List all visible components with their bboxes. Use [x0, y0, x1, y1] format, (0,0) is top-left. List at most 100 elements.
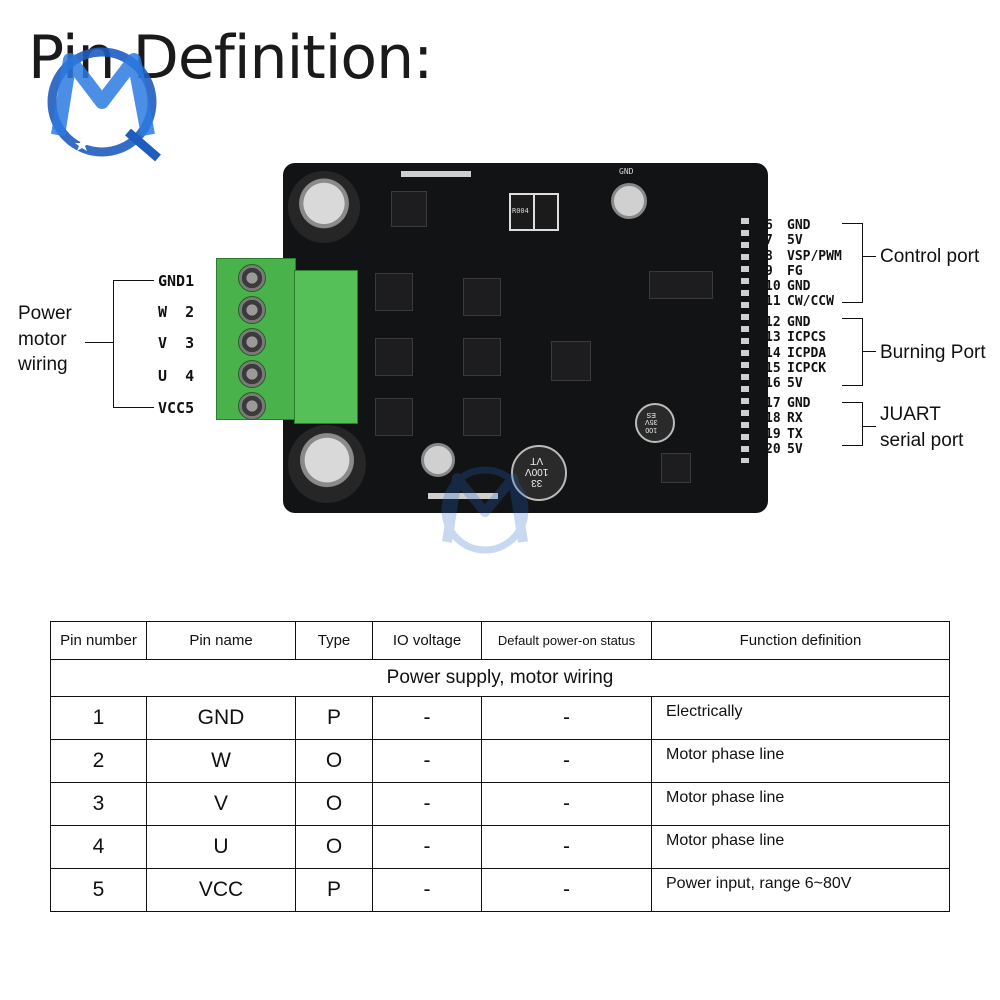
cell: -: [481, 739, 652, 783]
pin-name: ICPCS: [787, 330, 827, 346]
pin-label-vcc5: VCC5: [158, 399, 195, 417]
cell: -: [372, 868, 482, 912]
mosfet: [463, 278, 501, 316]
pin-num: 13: [765, 330, 781, 346]
smd-capacitor-small: 100 35V ES: [635, 403, 675, 443]
pcb-board: GND R004 33 100V VT 100 35V ES: [283, 163, 768, 513]
cap-label: 100: [645, 426, 658, 434]
header-type: Type: [295, 621, 373, 660]
left-bracket-tick: [85, 342, 113, 343]
terminal-screw: [238, 264, 266, 292]
pad-row: [401, 171, 471, 177]
cell: 3: [50, 782, 147, 826]
pin-name: VSP/PWM: [787, 248, 842, 264]
mosfet: [391, 191, 427, 227]
pin-num: 17: [765, 396, 781, 411]
shunt-resistor-2: [533, 193, 559, 231]
table-row: 1 GND P - - Electrically: [50, 696, 950, 740]
header-pin-name: Pin name: [146, 621, 296, 660]
label-line: motor: [18, 328, 67, 350]
pin-name: GND: [787, 279, 811, 295]
mosfet: [463, 398, 501, 436]
pin-name: FG: [787, 263, 803, 279]
table-row: 2 W O - - Motor phase line: [50, 739, 950, 783]
pin-num: 12: [765, 315, 781, 330]
header-io-voltage: IO voltage: [372, 621, 482, 660]
mounting-hole-bottom: [421, 443, 455, 477]
cell: -: [481, 825, 652, 869]
cell: P: [295, 696, 373, 740]
cell: V: [146, 782, 296, 826]
pin-row: 15 ICPCK: [765, 361, 826, 376]
pin-num: 6: [765, 218, 773, 233]
bracket-tick: [862, 426, 876, 427]
terminal-side: [294, 270, 358, 424]
bracket-tick: [862, 256, 876, 257]
cap-label: ES: [646, 410, 656, 418]
terminal-screw: [238, 328, 266, 356]
terminal-screw: [238, 296, 266, 324]
pin-num: 15: [765, 360, 781, 376]
pin-definition-table: Pin number Pin name Type IO voltage Defa…: [50, 621, 950, 912]
pin-name: GND: [787, 396, 811, 411]
pin-name: ICPCK: [787, 360, 827, 376]
label-line: serial port: [880, 429, 964, 451]
control-port-bracket: [842, 223, 863, 303]
cell: O: [295, 782, 373, 826]
table-section-row: Power supply, motor wiring: [50, 659, 950, 697]
control-port-label: Control port: [880, 246, 980, 267]
label-line: Power: [18, 303, 72, 324]
pin-num: 10: [765, 279, 781, 295]
pin-num: 16: [765, 376, 781, 392]
capacitor-bottom: [288, 425, 366, 503]
cell: O: [295, 739, 373, 783]
pin-num: 14: [765, 345, 781, 361]
cap-label: 35V: [645, 418, 658, 426]
cell: VCC: [146, 868, 296, 912]
pin-name: TX: [787, 426, 803, 442]
pcb-gnd-label: GND: [619, 167, 634, 176]
pin-name: RX: [787, 411, 803, 427]
burning-port-label: Burning Port: [880, 342, 986, 363]
pin-row: 14 ICPDA: [765, 346, 826, 361]
cell: -: [481, 868, 652, 912]
pin-row: 13 ICPCS: [765, 330, 826, 345]
page-title: Pin Definition:: [28, 23, 433, 93]
table-row: 4 U O - - Motor phase line: [50, 825, 950, 869]
mounting-hole-top: [611, 183, 647, 219]
shunt-resistor: R004: [509, 193, 535, 231]
cell: Motor phase line: [651, 825, 950, 869]
shunt-label: R004: [512, 207, 529, 215]
table-row: 5 VCC P - - Power input, range 6~80V: [50, 868, 950, 912]
pin-label-v3: V 3: [158, 334, 195, 352]
mosfet: [375, 273, 413, 311]
header-function: Function definition: [651, 621, 950, 660]
driver-ic: [551, 341, 591, 381]
pin-name: GND: [787, 218, 811, 233]
mosfet: [463, 338, 501, 376]
juart-port-bracket: [842, 402, 863, 446]
smd-capacitor-large: 33 100V VT: [511, 445, 567, 501]
left-bracket: [113, 280, 154, 408]
pin-name: ICPDA: [787, 345, 827, 361]
pin-label-w2: W 2: [158, 303, 195, 321]
cell: 4: [50, 825, 147, 869]
cell: P: [295, 868, 373, 912]
cell: -: [372, 739, 482, 783]
cell: -: [372, 825, 482, 869]
section-title: Power supply, motor wiring: [50, 659, 950, 697]
header-pin-number: Pin number: [50, 621, 147, 660]
cell: 2: [50, 739, 147, 783]
cell: W: [146, 739, 296, 783]
cell: U: [146, 825, 296, 869]
pin-row: 6 GND: [765, 218, 842, 233]
pin-label-gnd1: GND1: [158, 272, 195, 290]
pin-num: 7: [765, 233, 773, 249]
